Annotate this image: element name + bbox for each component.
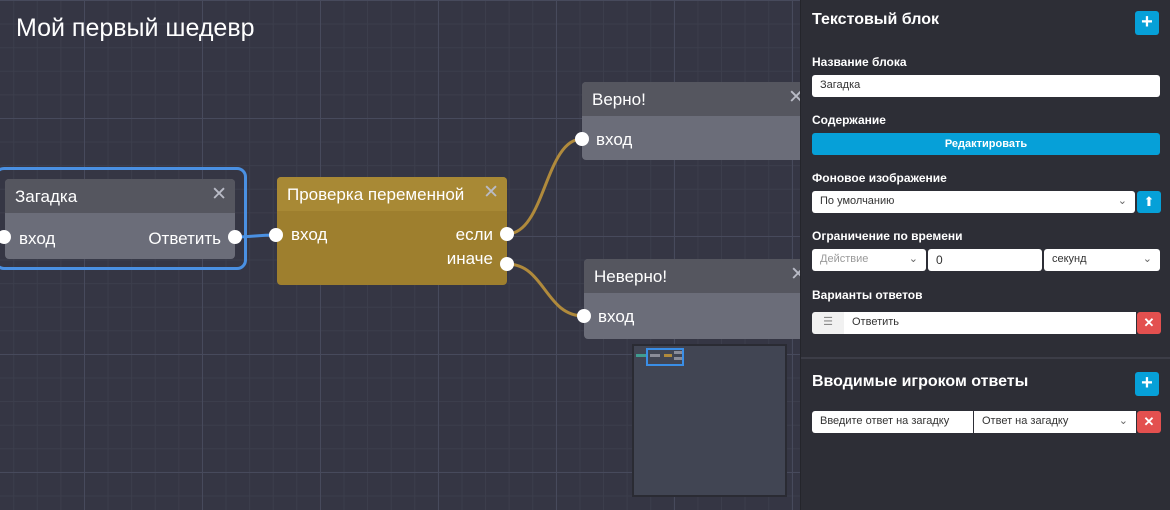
check-input-port[interactable] [269,228,283,242]
node-riddle[interactable]: Загадка ✕ вход Ответить [5,179,235,259]
answers-label: Варианты ответов [812,288,923,302]
input-port-label: вход [598,307,635,326]
input-port-label: вход [19,229,56,248]
player-answer-target-value: Ответ на загадку [982,415,1069,427]
panel-divider [801,357,1170,359]
port-row: вход [582,124,800,154]
panel-title: Текстовый блок [812,11,939,28]
input-port-label: вход [596,130,633,149]
close-icon[interactable]: ✕ [790,264,800,285]
document-title: Мой первый шедевр [16,14,255,42]
check-else-port[interactable] [500,257,514,271]
background-label: Фоновое изображение [812,171,947,185]
drag-handle-icon[interactable]: ☰ [812,312,844,334]
node-header[interactable]: Проверка переменной ✕ [277,177,507,211]
port-row: вход [584,301,800,331]
block-name-label: Название блока [812,55,907,69]
wire-if-to-correct [506,137,583,236]
block-name-input[interactable]: Загадка [812,75,1160,97]
riddle-input-port[interactable] [0,230,11,244]
node-header[interactable]: Загадка ✕ [5,179,235,213]
port-row: вход если [277,219,507,249]
time-limit-label: Ограничение по времени [812,229,963,243]
close-icon[interactable]: ✕ [483,182,499,203]
remove-player-answer-icon[interactable]: ✕ [1137,411,1161,433]
output-port-label: Ответить [148,229,221,248]
properties-panel: Текстовый блок + Название блока Загадка … [800,0,1170,510]
node-title: Неверно! [594,267,668,286]
correct-input-port[interactable] [575,132,589,146]
node-wrong[interactable]: Неверно! ✕ вход [584,259,800,339]
add-block-button[interactable]: + [1135,11,1159,35]
player-answer-input[interactable]: Введите ответ на загадку [812,411,973,433]
upload-icon[interactable]: ⬆ [1137,191,1161,213]
time-amount-input[interactable]: 0 [928,249,1042,271]
content-label: Содержание [812,113,886,127]
output-else-label: иначе [446,249,493,268]
background-select[interactable]: По умолчанию ⌄ [812,191,1135,213]
input-port-label: вход [291,225,328,244]
minimap-nodes [636,351,683,360]
time-unit-select[interactable]: секунд ⌄ [1044,249,1160,271]
add-player-answer-button[interactable]: + [1135,372,1159,396]
answer-option-input[interactable]: Ответить [844,312,1136,334]
close-icon[interactable]: ✕ [788,87,800,108]
time-unit-value: секунд [1052,253,1087,265]
time-action-value: Действие [820,253,869,265]
node-title: Верно! [592,90,646,109]
wire-else-to-wrong [506,262,585,318]
chevron-down-icon: ⌄ [1118,415,1128,427]
node-title: Загадка [15,187,78,206]
remove-answer-icon[interactable]: ✕ [1137,312,1161,334]
minimap[interactable] [632,344,787,497]
time-action-select[interactable]: Действие ⌄ [812,249,926,271]
background-select-value: По умолчанию [820,195,895,207]
node-variable-check[interactable]: Проверка переменной ✕ вход если иначе [277,177,507,285]
check-if-port[interactable] [500,227,514,241]
chevron-down-icon: ⌄ [1142,253,1152,265]
node-header[interactable]: Верно! ✕ [582,82,800,116]
close-icon[interactable]: ✕ [211,184,227,205]
riddle-output-port[interactable] [228,230,242,244]
chevron-down-icon: ⌄ [908,253,918,265]
wrong-input-port[interactable] [577,309,591,323]
chevron-down-icon: ⌄ [1117,195,1127,207]
node-correct[interactable]: Верно! ✕ вход [582,82,800,160]
minimap-viewport[interactable] [646,348,684,366]
port-row: иначе [277,249,507,279]
output-if-label: если [455,225,493,244]
edit-content-button[interactable]: Редактировать [812,133,1160,155]
selected-node-outline [0,167,247,270]
port-row: вход Ответить [5,223,235,253]
node-title: Проверка переменной [287,185,465,204]
graph-canvas[interactable]: Мой первый шедевр Загадка ✕ вход Ответит… [0,0,800,510]
node-header[interactable]: Неверно! ✕ [584,259,800,293]
player-answer-target-select[interactable]: Ответ на загадку ⌄ [974,411,1136,433]
player-answers-title: Вводимые игроком ответы [812,373,1029,390]
